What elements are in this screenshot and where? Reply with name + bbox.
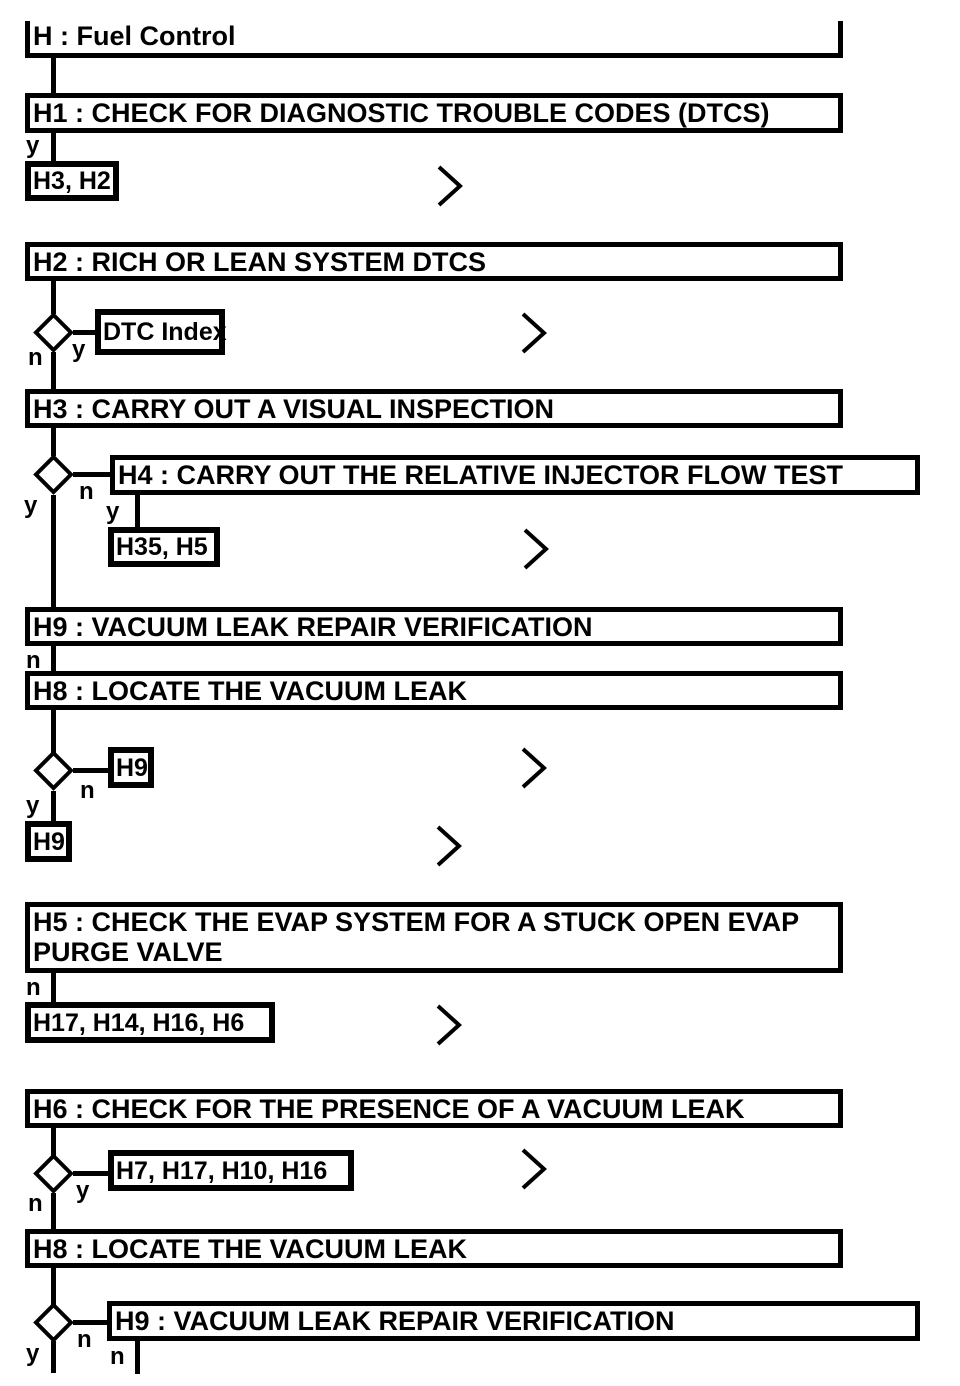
connector-line [51,133,56,162]
jump-ref-h9-no-label: H9 [116,753,148,782]
step-h2-box: H2 : RICH OR LEAN SYSTEM DTCS [25,242,843,281]
branch-label-n: n [110,1343,125,1370]
jump-ref-h7-h17-h10-h16-label: H7, H17, H10, H16 [116,1156,328,1185]
step-h4-box: H4 : CARRY OUT THE RELATIVE INJECTOR FLO… [110,455,920,495]
connector-line [51,281,56,314]
step-h8-second-box: H8 : LOCATE THE VACUUM LEAK [25,1229,843,1268]
step-h8-second-label: H8 : LOCATE THE VACUUM LEAK [33,1233,467,1264]
step-h1-box: H1 : CHECK FOR DIAGNOSTIC TROUBLE CODES … [25,93,843,133]
connector-line [73,330,97,335]
step-h9-first-label: H9 : VACUUM LEAK REPAIR VERIFICATION [33,611,593,642]
chevron-right-icon[interactable] [437,164,463,208]
jump-ref-h9-yes-box[interactable]: H9 [25,821,72,862]
connector-line [51,428,56,456]
chevron-right-icon[interactable] [521,746,547,790]
step-h6-box: H6 : CHECK FOR THE PRESENCE OF A VACUUM … [25,1089,843,1128]
jump-ref-dtc-index-box[interactable]: DTC Index [95,309,227,355]
branch-label-y: y [24,492,38,519]
step-h9-first-box: H9 : VACUUM LEAK REPAIR VERIFICATION [25,607,843,646]
jump-ref-h9-yes-label: H9 [33,827,65,856]
connector-line [73,768,108,773]
jump-ref-h17-h14-h16-h6-label: H17, H14, H16, H6 [33,1008,245,1037]
step-h3-box: H3 : CARRY OUT A VISUAL INSPECTION [25,389,843,428]
connector-line [51,58,56,93]
jump-ref-h17-h14-h16-h6-box[interactable]: H17, H14, H16, H6 [25,1002,275,1043]
chevron-right-icon[interactable] [436,1003,462,1047]
branch-label-y: y [26,792,40,819]
jump-ref-h3-h2-label: H3, H2 [33,167,111,195]
jump-ref-h9-no-box[interactable]: H9 [108,747,154,788]
connector-line [51,1268,56,1305]
connector-line [73,1171,108,1176]
chevron-right-icon[interactable] [523,527,549,571]
decision-diamond [33,750,74,791]
connector-line [135,495,140,528]
jump-ref-dtc-index-label: DTC Index [103,318,227,346]
step-h1-label: H1 : CHECK FOR DIAGNOSTIC TROUBLE CODES … [33,98,770,128]
step-h9-second-box: H9 : VACUUM LEAK REPAIR VERIFICATION [107,1301,920,1341]
jump-ref-h35-h5-box[interactable]: H35, H5 [108,527,220,567]
branch-label-y: y [26,1340,40,1367]
branch-label-n: n [79,478,94,505]
connector-line [51,791,56,822]
jump-ref-h3-h2-box[interactable]: H3, H2 [25,161,119,201]
step-h8-first-box: H8 : LOCATE THE VACUUM LEAK [25,671,843,710]
branch-label-n: n [80,777,95,804]
branch-label-n: n [26,974,41,1001]
jump-ref-h7-h17-h10-h16-box[interactable]: H7, H17, H10, H16 [108,1150,354,1191]
flowchart-title-box: H : Fuel Control [25,21,843,58]
connector-line [51,1128,56,1156]
step-h9-second-label: H9 : VACUUM LEAK REPAIR VERIFICATION [115,1306,675,1336]
branch-label-n: n [28,1190,43,1217]
branch-label-y: y [76,1177,90,1204]
connector-line [51,495,56,608]
step-h3-label: H3 : CARRY OUT A VISUAL INSPECTION [33,393,555,424]
decision-diamond [33,312,74,353]
connector-line [51,352,56,389]
connector-line [51,710,56,753]
flowchart-title: H : Fuel Control [33,21,236,51]
decision-diamond [33,1153,74,1194]
branch-label-y: y [26,132,40,159]
connector-line [135,1341,140,1374]
branch-label-y: y [72,336,86,363]
connector-line [51,1341,56,1373]
step-h5-label-line2: PURGE VALVE [33,937,223,967]
step-h2-label: H2 : RICH OR LEAN SYSTEM DTCS [33,246,487,277]
step-h4-label: H4 : CARRY OUT THE RELATIVE INJECTOR FLO… [118,460,844,490]
step-h6-label: H6 : CHECK FOR THE PRESENCE OF A VACUUM … [33,1093,745,1124]
chevron-right-icon[interactable] [436,824,462,868]
connector-line [51,972,56,1003]
step-h5-box: H5 : CHECK THE EVAP SYSTEM FOR A STUCK O… [25,902,843,973]
step-h5-label-line1: H5 : CHECK THE EVAP SYSTEM FOR A STUCK O… [33,907,800,937]
decision-diamond [33,1302,74,1343]
jump-ref-h35-h5-label: H35, H5 [116,533,208,561]
branch-label-n: n [77,1326,92,1353]
connector-line [73,1320,107,1325]
connector-line [51,1193,56,1229]
branch-label-n: n [28,344,43,371]
step-h8-first-label: H8 : LOCATE THE VACUUM LEAK [33,675,467,706]
chevron-right-icon[interactable] [521,311,547,355]
branch-label-n: n [26,647,41,674]
chevron-right-icon[interactable] [521,1147,547,1191]
connector-line [51,646,56,672]
connector-line [73,472,110,477]
branch-label-y: y [106,498,120,525]
decision-diamond [33,454,74,495]
